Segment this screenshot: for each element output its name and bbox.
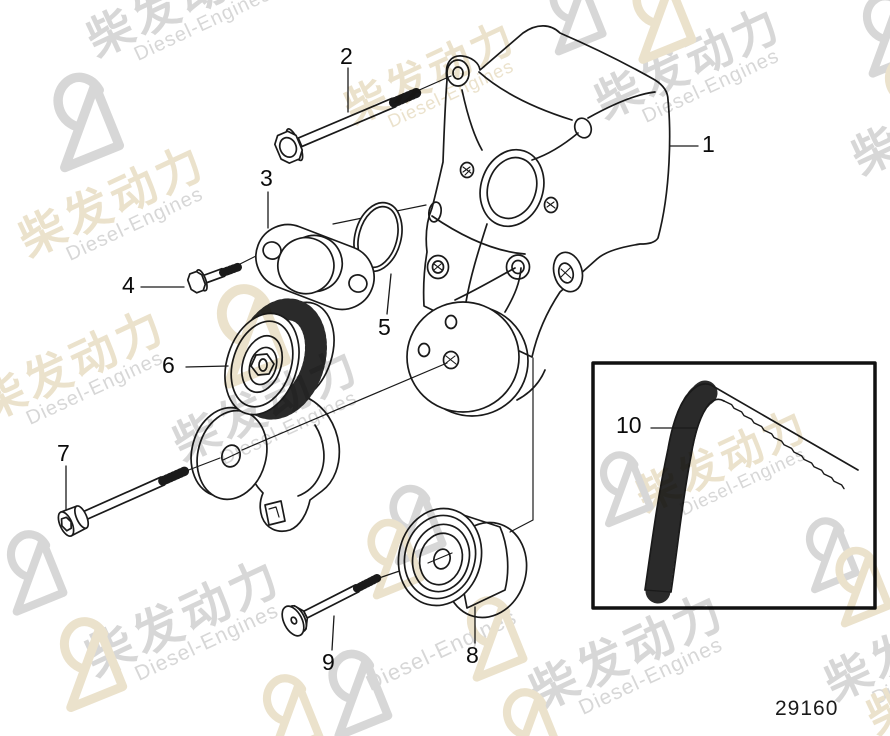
inset-box bbox=[591, 361, 877, 610]
part-tensioner-body bbox=[190, 393, 341, 533]
part-ribbed-pulley bbox=[224, 298, 335, 420]
part-toothed-belt bbox=[644, 380, 859, 604]
hanger-line-idler bbox=[509, 357, 534, 533]
part-bolt-9 bbox=[281, 573, 382, 637]
part-bolt-7 bbox=[57, 466, 190, 537]
axis-line-tensioner bbox=[241, 362, 448, 451]
part-idler-pulley bbox=[397, 507, 528, 619]
part-bolt-4 bbox=[186, 262, 243, 294]
axis-line-bolt2 bbox=[416, 75, 452, 92]
part-cover-flange bbox=[255, 223, 375, 311]
part-bolt-2 bbox=[273, 87, 423, 165]
axis-line-bolt7 bbox=[185, 457, 221, 472]
part-bracket bbox=[406, 25, 671, 417]
